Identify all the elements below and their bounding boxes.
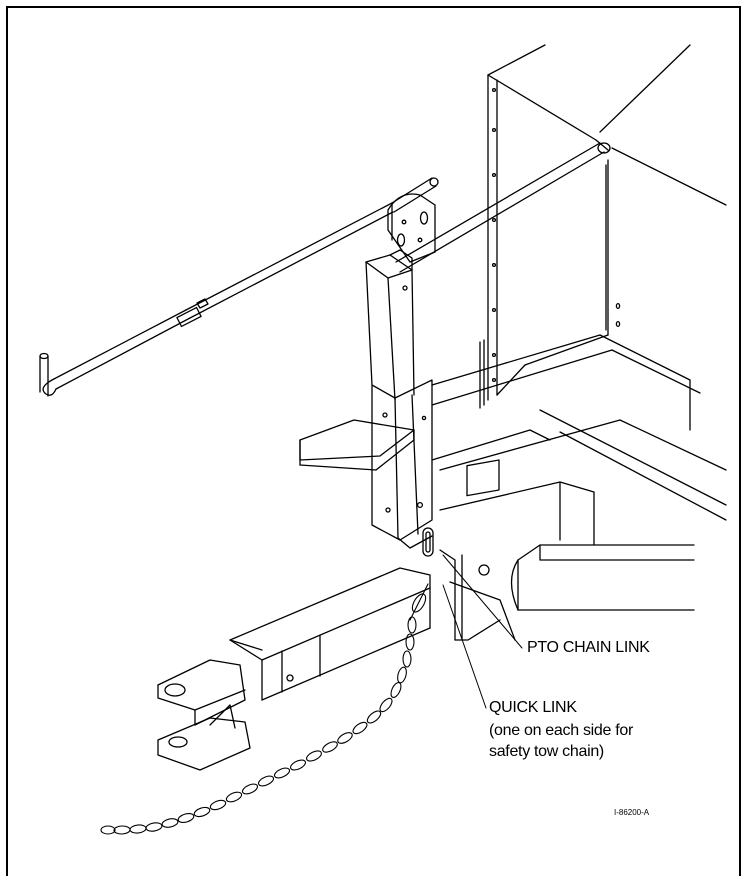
- upright-post: [365, 249, 415, 401]
- pto-chain-link-label: PTO CHAIN LINK: [527, 639, 650, 656]
- top-cross-tube: [395, 142, 611, 273]
- figure-frame: [6, 6, 741, 876]
- quick-link-note-line2: safety tow chain): [489, 743, 604, 760]
- lower-beam: [510, 544, 695, 611]
- quick-link-label: QUICK LINK: [489, 699, 577, 716]
- tongue: [229, 567, 431, 701]
- figure-id: I-86200-A: [614, 808, 650, 817]
- pivot-plate: [387, 193, 436, 263]
- quick-link-note-line1: (one on each side for: [489, 722, 634, 739]
- main-frame: [431, 334, 727, 521]
- hitch-bracket: [371, 379, 434, 557]
- spreader-body: [479, 44, 727, 409]
- leader-lines: [442, 554, 523, 709]
- cross-tubes: [439, 459, 595, 641]
- side-tray: [299, 419, 415, 471]
- clevis: [157, 659, 251, 771]
- handle-bar: [39, 177, 439, 397]
- safety-chain: [100, 583, 429, 835]
